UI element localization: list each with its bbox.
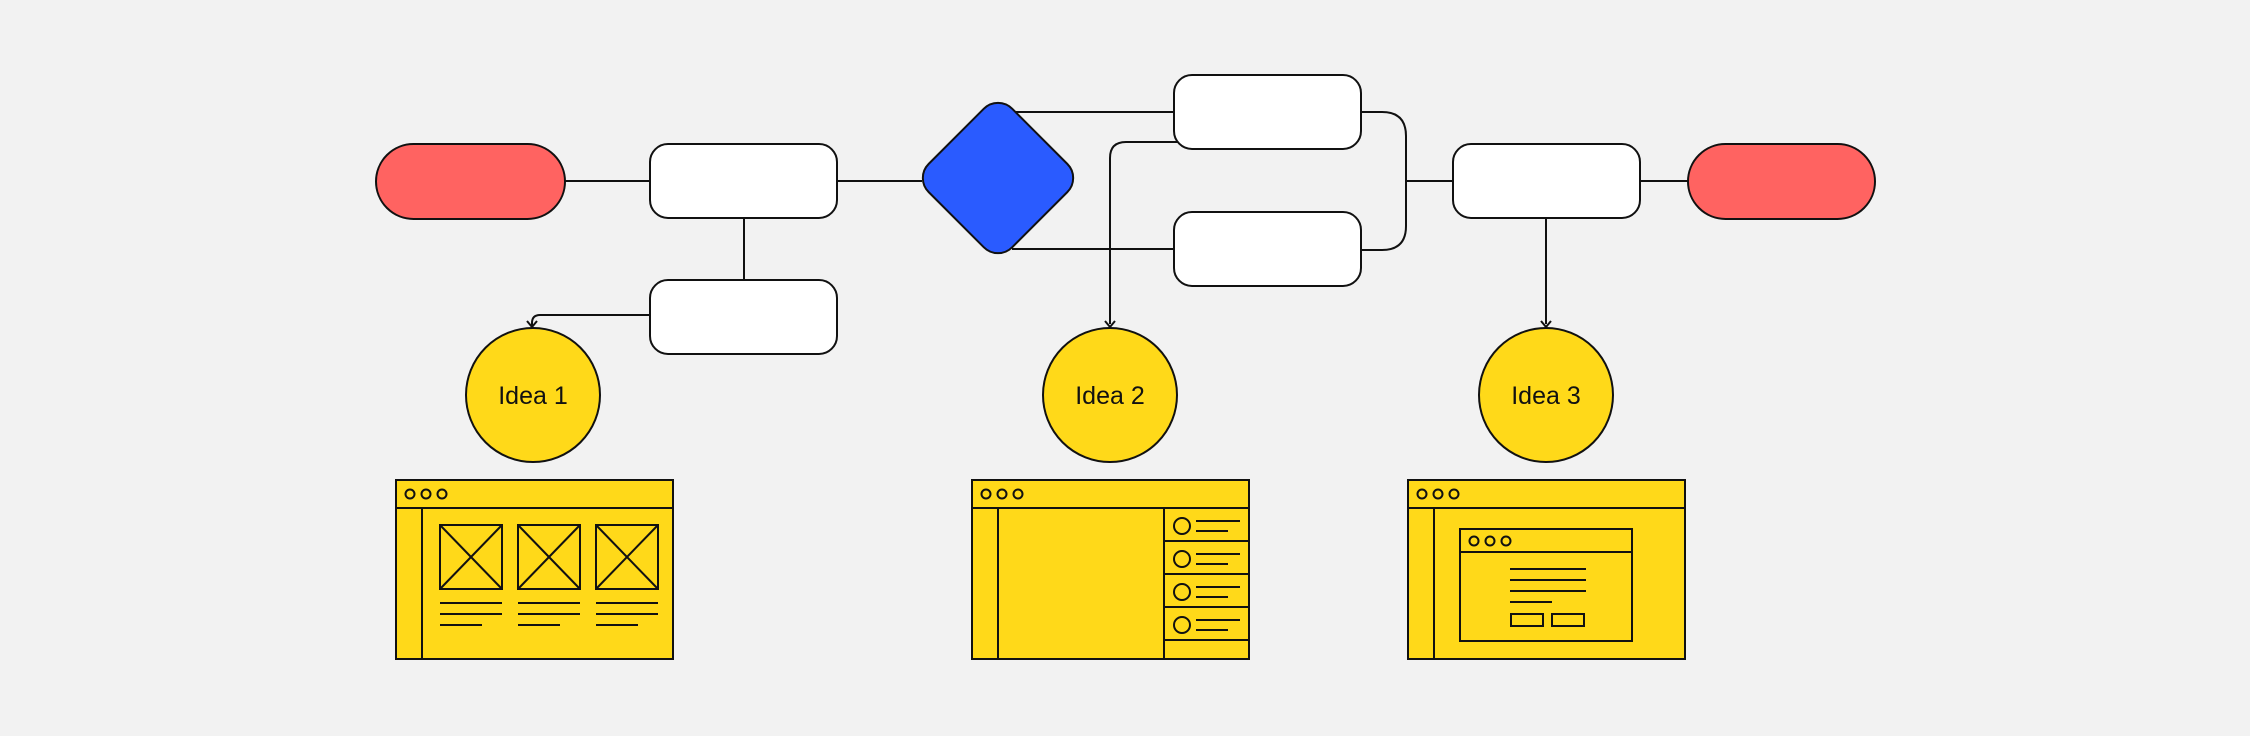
connector-process-2-to-idea-1 [531, 314, 650, 326]
window-dot-icon [436, 488, 448, 500]
idea-2-label: Idea 2 [1075, 382, 1145, 410]
arrowhead-idea-1 [526, 320, 538, 328]
image-placeholder-icon [595, 524, 659, 590]
connector-top-branch-to-idea-2 [1109, 141, 1180, 324]
branch-box-top [1173, 74, 1362, 150]
window-dot-icon [1448, 488, 1460, 500]
dialog-button-placeholder [1551, 613, 1585, 627]
window-dot-icon [1012, 488, 1024, 500]
wireframe-window [395, 479, 674, 660]
window-dot-icon [1484, 535, 1496, 547]
list-item [1173, 550, 1240, 568]
window-dot-icon [996, 488, 1008, 500]
idea-2: Idea 2 [1042, 327, 1178, 463]
window-dot-icon [404, 488, 416, 500]
avatar-icon [1173, 583, 1191, 601]
list-item [1173, 583, 1240, 601]
list-rows [1164, 540, 1249, 641]
wireframe-list-sidebar [971, 479, 1250, 660]
process-box-2 [649, 279, 838, 355]
idea-3: Idea 3 [1478, 327, 1614, 463]
avatar-icon [1173, 550, 1191, 568]
window-dot-icon [1432, 488, 1444, 500]
decision-diamond [921, 101, 1075, 255]
dialog-button-placeholder [1510, 613, 1544, 627]
list-item [1173, 616, 1240, 634]
idea-3-label: Idea 3 [1511, 382, 1581, 410]
terminal-end [1687, 143, 1876, 220]
window-dot-icon [1500, 535, 1512, 547]
wireframe-dialog [1407, 479, 1686, 660]
text-placeholder-lines [440, 602, 658, 626]
branch-box-bottom [1173, 211, 1362, 287]
avatar-icon [1173, 616, 1191, 634]
wireframe-image-grid [395, 479, 674, 660]
window-dot-icon [980, 488, 992, 500]
list-item [1173, 517, 1240, 535]
image-placeholder-icon [517, 524, 581, 590]
dialog-box [1459, 528, 1633, 642]
terminal-start [375, 143, 566, 220]
connector-top-branch-merge [1361, 111, 1407, 251]
process-box-1 [649, 143, 838, 219]
connectors [531, 111, 1688, 326]
image-placeholder-icon [439, 524, 503, 590]
idea-1: Idea 1 [465, 327, 601, 463]
wireframe-window [971, 479, 1250, 660]
idea-1-label: Idea 1 [498, 382, 568, 410]
window-dot-icon [1468, 535, 1480, 547]
window-dot-icon [420, 488, 432, 500]
process-box-3 [1452, 143, 1641, 219]
avatar-icon [1173, 517, 1191, 535]
window-dot-icon [1416, 488, 1428, 500]
dialog-text-lines [1510, 568, 1586, 603]
